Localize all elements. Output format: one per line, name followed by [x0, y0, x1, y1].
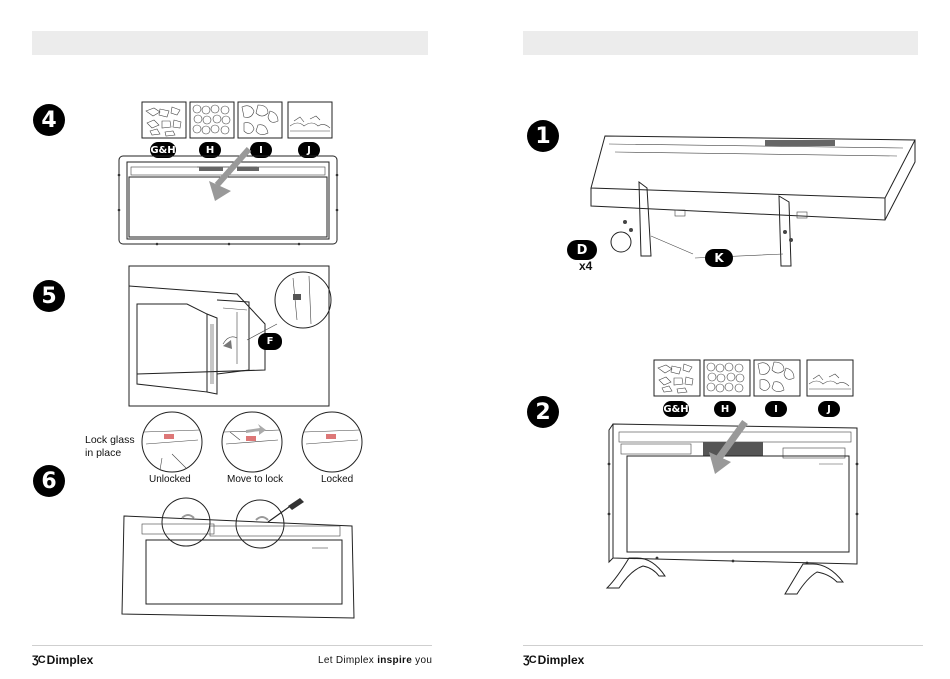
tagline-bold: inspire [377, 655, 412, 666]
tagline-prefix: Let Dimplex [318, 655, 377, 666]
left-brand-name: Dimplex [47, 653, 94, 667]
fireplace-front-illustration [117, 155, 339, 250]
step-5-number: 5 [33, 280, 65, 312]
right-page: 1 D x4 K 2 G&H H I J [475, 0, 950, 679]
glass-badge-f: F [258, 333, 282, 350]
fireplace-with-legs-illustration [607, 418, 863, 600]
right-footer-rule [523, 645, 923, 646]
lock-state-move-to-lock: Move to lock [227, 474, 283, 485]
fuel-badge-h-right: H [714, 401, 736, 417]
lock-state-unlocked: Unlocked [149, 474, 191, 485]
part-badge-k: K [705, 249, 733, 267]
step-6-number: 6 [33, 465, 65, 497]
left-footer-rule [32, 645, 432, 646]
glass-lock-front-illustration [118, 498, 358, 623]
fuel-badge-i-right: I [765, 401, 787, 417]
fuel-badge-j-right: J [818, 401, 840, 417]
lock-glass-instruction: Lock glass in place [85, 434, 135, 460]
step-2-number: 2 [527, 396, 559, 428]
step-1-number: 1 [527, 120, 559, 152]
leg-attachment-illustration [585, 126, 925, 274]
fuel-badge-gh-right: G&H [663, 401, 689, 417]
brand-mark-icon: ƷC [32, 654, 45, 666]
left-header-bar [32, 31, 428, 55]
brand-mark-icon-right: ƷC [523, 654, 536, 666]
left-page: 4 G&H H I J 5 [0, 0, 475, 679]
part-badge-d: D [567, 240, 597, 260]
fuel-media-swatches-right [652, 358, 857, 400]
glass-fitting-illustration [127, 264, 331, 409]
tagline: Let Dimplex inspire you [318, 655, 432, 666]
part-quantity: x4 [579, 259, 592, 273]
right-brand-name: Dimplex [538, 653, 585, 667]
lock-state-locked: Locked [321, 474, 353, 485]
lock-sequence-illustration [142, 410, 362, 476]
right-header-bar [523, 31, 918, 55]
step-4-number: 4 [33, 104, 65, 136]
tagline-suffix: you [412, 655, 432, 666]
fuel-media-swatches [140, 101, 335, 141]
